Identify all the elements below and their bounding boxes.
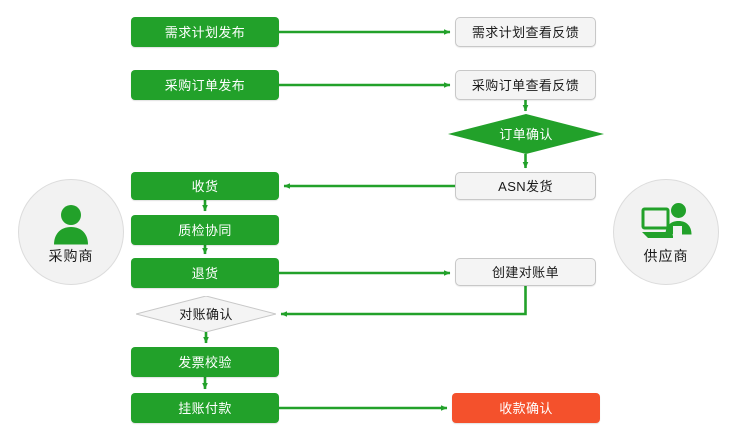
node-create-reconciliation-statement[interactable]: 创建对账单 [455,258,596,286]
node-label: 订单确认 [499,126,553,142]
node-label: 采购订单查看反馈 [471,77,580,93]
node-label: 退货 [191,265,219,281]
node-return-goods[interactable]: 退货 [131,258,279,288]
node-demand-plan-publish[interactable]: 需求计划发布 [131,17,279,47]
node-reconciliation-confirm[interactable]: 对账确认 [136,296,276,332]
actor-supplier[interactable]: 供应商 [613,179,719,285]
actor-buyer-label: 采购商 [48,247,94,264]
node-invoice-verification[interactable]: 发票校验 [131,347,279,377]
node-label: 质检协同 [178,222,232,238]
node-purchase-order-view-feedback[interactable]: 采购订单查看反馈 [455,70,596,100]
node-label: 收货 [191,178,219,194]
node-order-confirm[interactable]: 订单确认 [448,114,604,154]
node-asn-shipment[interactable]: ASN发货 [455,172,596,200]
node-payment-receipt-confirm[interactable]: 收款确认 [452,393,600,423]
node-label: 需求计划查看反馈 [471,24,580,40]
node-label: 对账确认 [179,306,233,322]
node-label: 发票校验 [178,354,232,370]
node-label: 挂账付款 [178,400,232,416]
node-label: ASN发货 [498,178,553,194]
actor-supplier-label: 供应商 [643,247,689,264]
node-receive-goods[interactable]: 收货 [131,172,279,200]
node-label: 采购订单发布 [164,77,246,93]
node-purchase-order-publish[interactable]: 采购订单发布 [131,70,279,100]
diamond-shape [448,114,604,154]
node-label: 收款确认 [499,400,553,416]
computer-user-icon [641,202,692,238]
edge-n10-n11 [280,286,527,317]
node-label: 创建对账单 [491,264,559,280]
diamond-shape [136,296,276,332]
actor-buyer[interactable]: 采购商 [18,179,124,285]
node-quality-inspection-collab[interactable]: 质检协同 [131,215,279,245]
node-account-payment[interactable]: 挂账付款 [131,393,279,423]
node-demand-plan-view-feedback[interactable]: 需求计划查看反馈 [455,17,596,47]
node-label: 需求计划发布 [164,24,246,40]
person-icon [54,204,88,244]
